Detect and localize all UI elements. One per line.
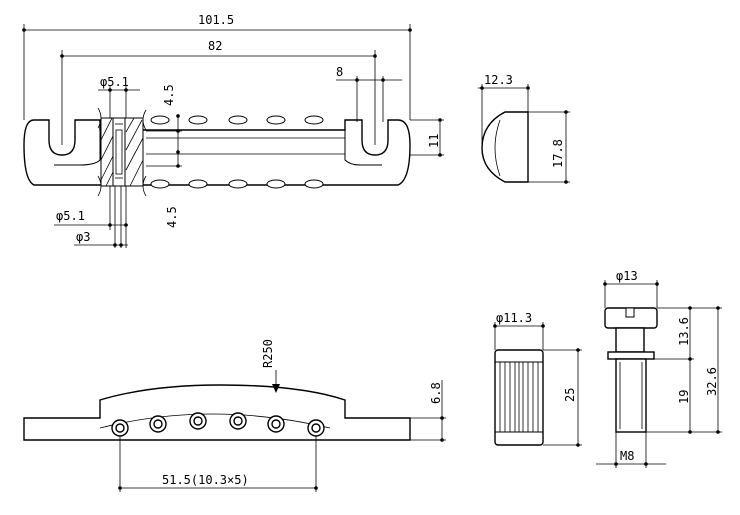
dim-post-upper: 13.6 [677,317,691,346]
stud-part [493,322,582,447]
dim-end-width: 12.3 [484,73,513,87]
dim-hole-offset-bottom: 4.5 [165,206,179,228]
bridge-front-view [23,370,446,492]
dim-overall-length: 101.5 [198,13,234,27]
dim-post-slot-width: 8 [336,65,343,79]
bridge-top-view [23,107,411,197]
dim-end-height: 17.8 [551,139,565,168]
dim-hole-offset-top: 4.5 [162,84,176,106]
dim-hole-dia-top: φ5.1 [100,75,129,89]
dim-saddle-spacing: 51.5(10.3×5) [162,473,249,487]
dimension-lines-top [22,24,444,248]
bridge-end-view [478,84,570,184]
dim-radius: R250 [261,339,275,368]
dim-height-right: 11 [427,134,441,148]
dim-stud-dia: φ11.3 [496,311,532,325]
dim-thread: M8 [620,449,634,463]
dim-post-lower: 19 [677,390,691,404]
dim-screw-dia: φ3 [76,230,90,244]
dim-post-spacing: 82 [208,39,222,53]
dim-front-height: 6.8 [429,382,443,404]
dim-hole-dia-bottom: φ5.1 [56,209,85,223]
dim-stud-length: 25 [563,388,577,402]
post-part [596,280,722,468]
dim-post-head-dia: φ13 [616,269,638,283]
dim-post-total: 32.6 [705,367,719,396]
